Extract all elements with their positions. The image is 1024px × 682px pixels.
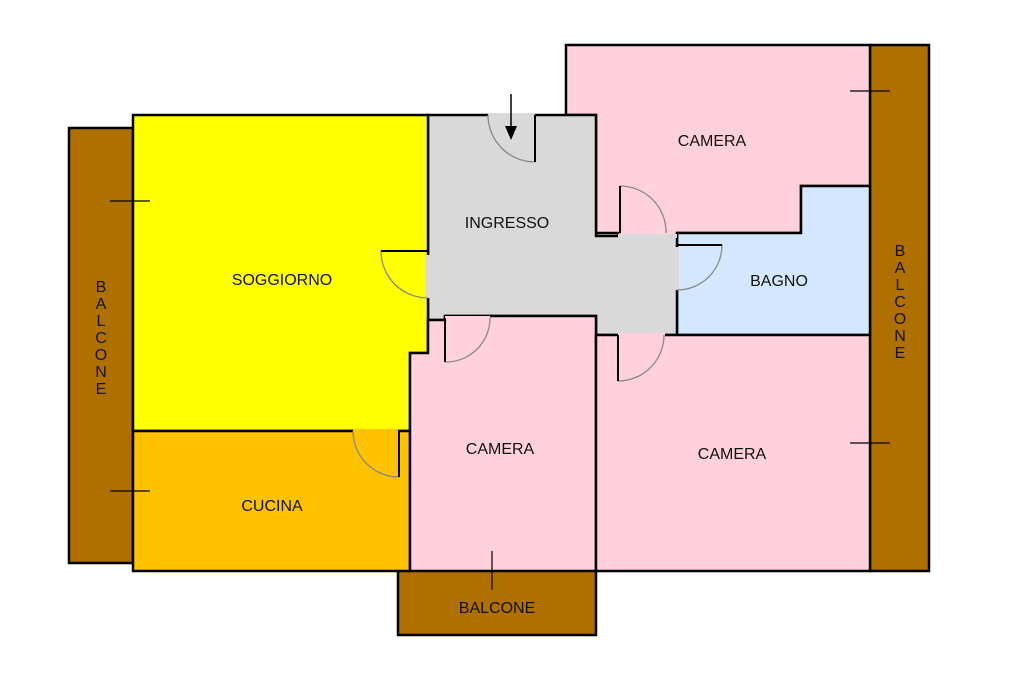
label-balcone-right: B A L C O N E [894,243,906,362]
label-balcone-bottom: BALCONE [459,600,535,617]
door-bagno [676,244,723,291]
door-cucina [352,430,400,478]
svg-text:E: E [895,345,906,362]
label-balcone-left: B A L C O N E [95,279,107,398]
svg-text:O: O [95,347,107,364]
svg-text:N: N [894,328,906,345]
label-cucina: CUCINA [241,498,303,515]
svg-text:A: A [96,296,107,313]
balcone-right [868,43,931,573]
svg-text:C: C [95,330,107,347]
door-soggiorno [380,250,429,299]
label-bagno: BAGNO [750,273,808,290]
label-camera-mid: CAMERA [466,441,535,458]
svg-text:C: C [894,294,906,311]
svg-text:B: B [895,243,906,260]
door-entrance [487,114,536,163]
svg-text:O: O [894,311,906,328]
svg-text:N: N [95,364,107,381]
label-camera-right: CAMERA [698,446,767,463]
svg-text:L: L [97,313,106,330]
svg-text:B: B [96,279,107,296]
door-camera-mid [444,317,491,363]
cucina [131,429,412,573]
label-ingresso: INGRESSO [465,215,549,232]
svg-text:L: L [896,277,905,294]
label-soggiorno: SOGGIORNO [232,272,332,289]
svg-text:E: E [96,381,107,398]
door-camera-top [619,185,667,234]
label-camera-top: CAMERA [678,133,747,150]
window-markers [110,90,890,590]
svg-text:A: A [895,260,906,277]
door-camera-right [617,334,665,382]
entrance-arrow-icon [505,94,517,140]
